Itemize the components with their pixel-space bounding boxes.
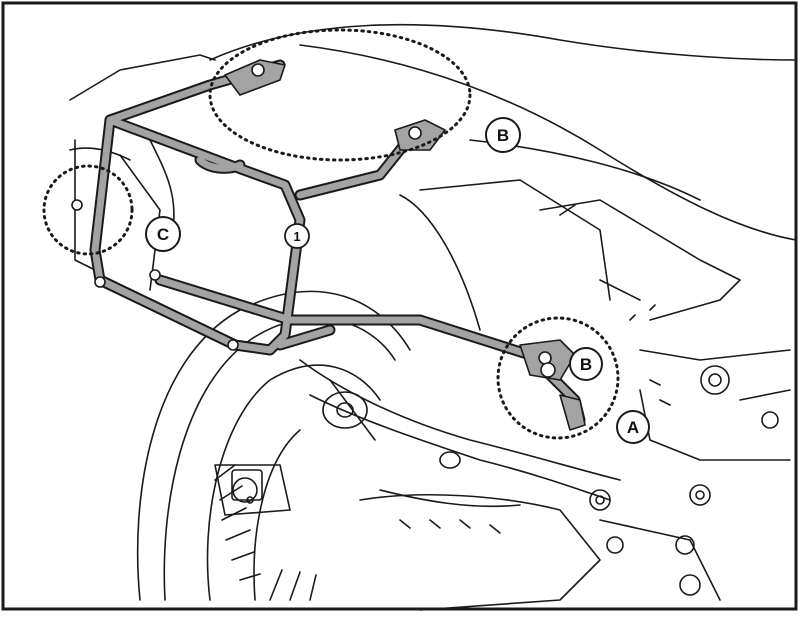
swingarm	[299, 359, 621, 508]
rear-wheel	[136, 290, 411, 601]
bolt	[540, 362, 556, 378]
highlight-circle-c	[42, 164, 134, 256]
bolt	[94, 276, 106, 288]
bolt	[408, 126, 422, 140]
svg-text:B: B	[497, 126, 509, 145]
callout-b-lower: B	[569, 347, 603, 381]
svg-text:A: A	[627, 418, 639, 437]
svg-text:C: C	[157, 225, 169, 244]
seat-and-fender	[209, 23, 797, 331]
sprocket-area	[214, 464, 291, 516]
svg-text:B: B	[580, 355, 592, 374]
bolt	[251, 63, 265, 77]
highlight-circle-b-top	[208, 28, 472, 162]
callout-a: A	[616, 410, 650, 444]
callout-c: C	[145, 216, 181, 252]
top-mount-plate	[224, 59, 286, 96]
footpeg-bracket	[359, 489, 721, 611]
callout-b-top: B	[485, 117, 521, 153]
highlight-circle-b-lower	[496, 316, 620, 440]
tail-section	[69, 54, 216, 291]
bolt	[71, 199, 83, 211]
callout-1: 1	[284, 223, 310, 249]
lower-foot-plate	[559, 394, 586, 431]
engine-right	[629, 304, 791, 506]
bolt	[538, 351, 552, 365]
bolt	[149, 269, 161, 281]
pannier-rack	[71, 59, 586, 431]
bolt	[227, 339, 239, 351]
svg-text:1: 1	[293, 229, 300, 244]
